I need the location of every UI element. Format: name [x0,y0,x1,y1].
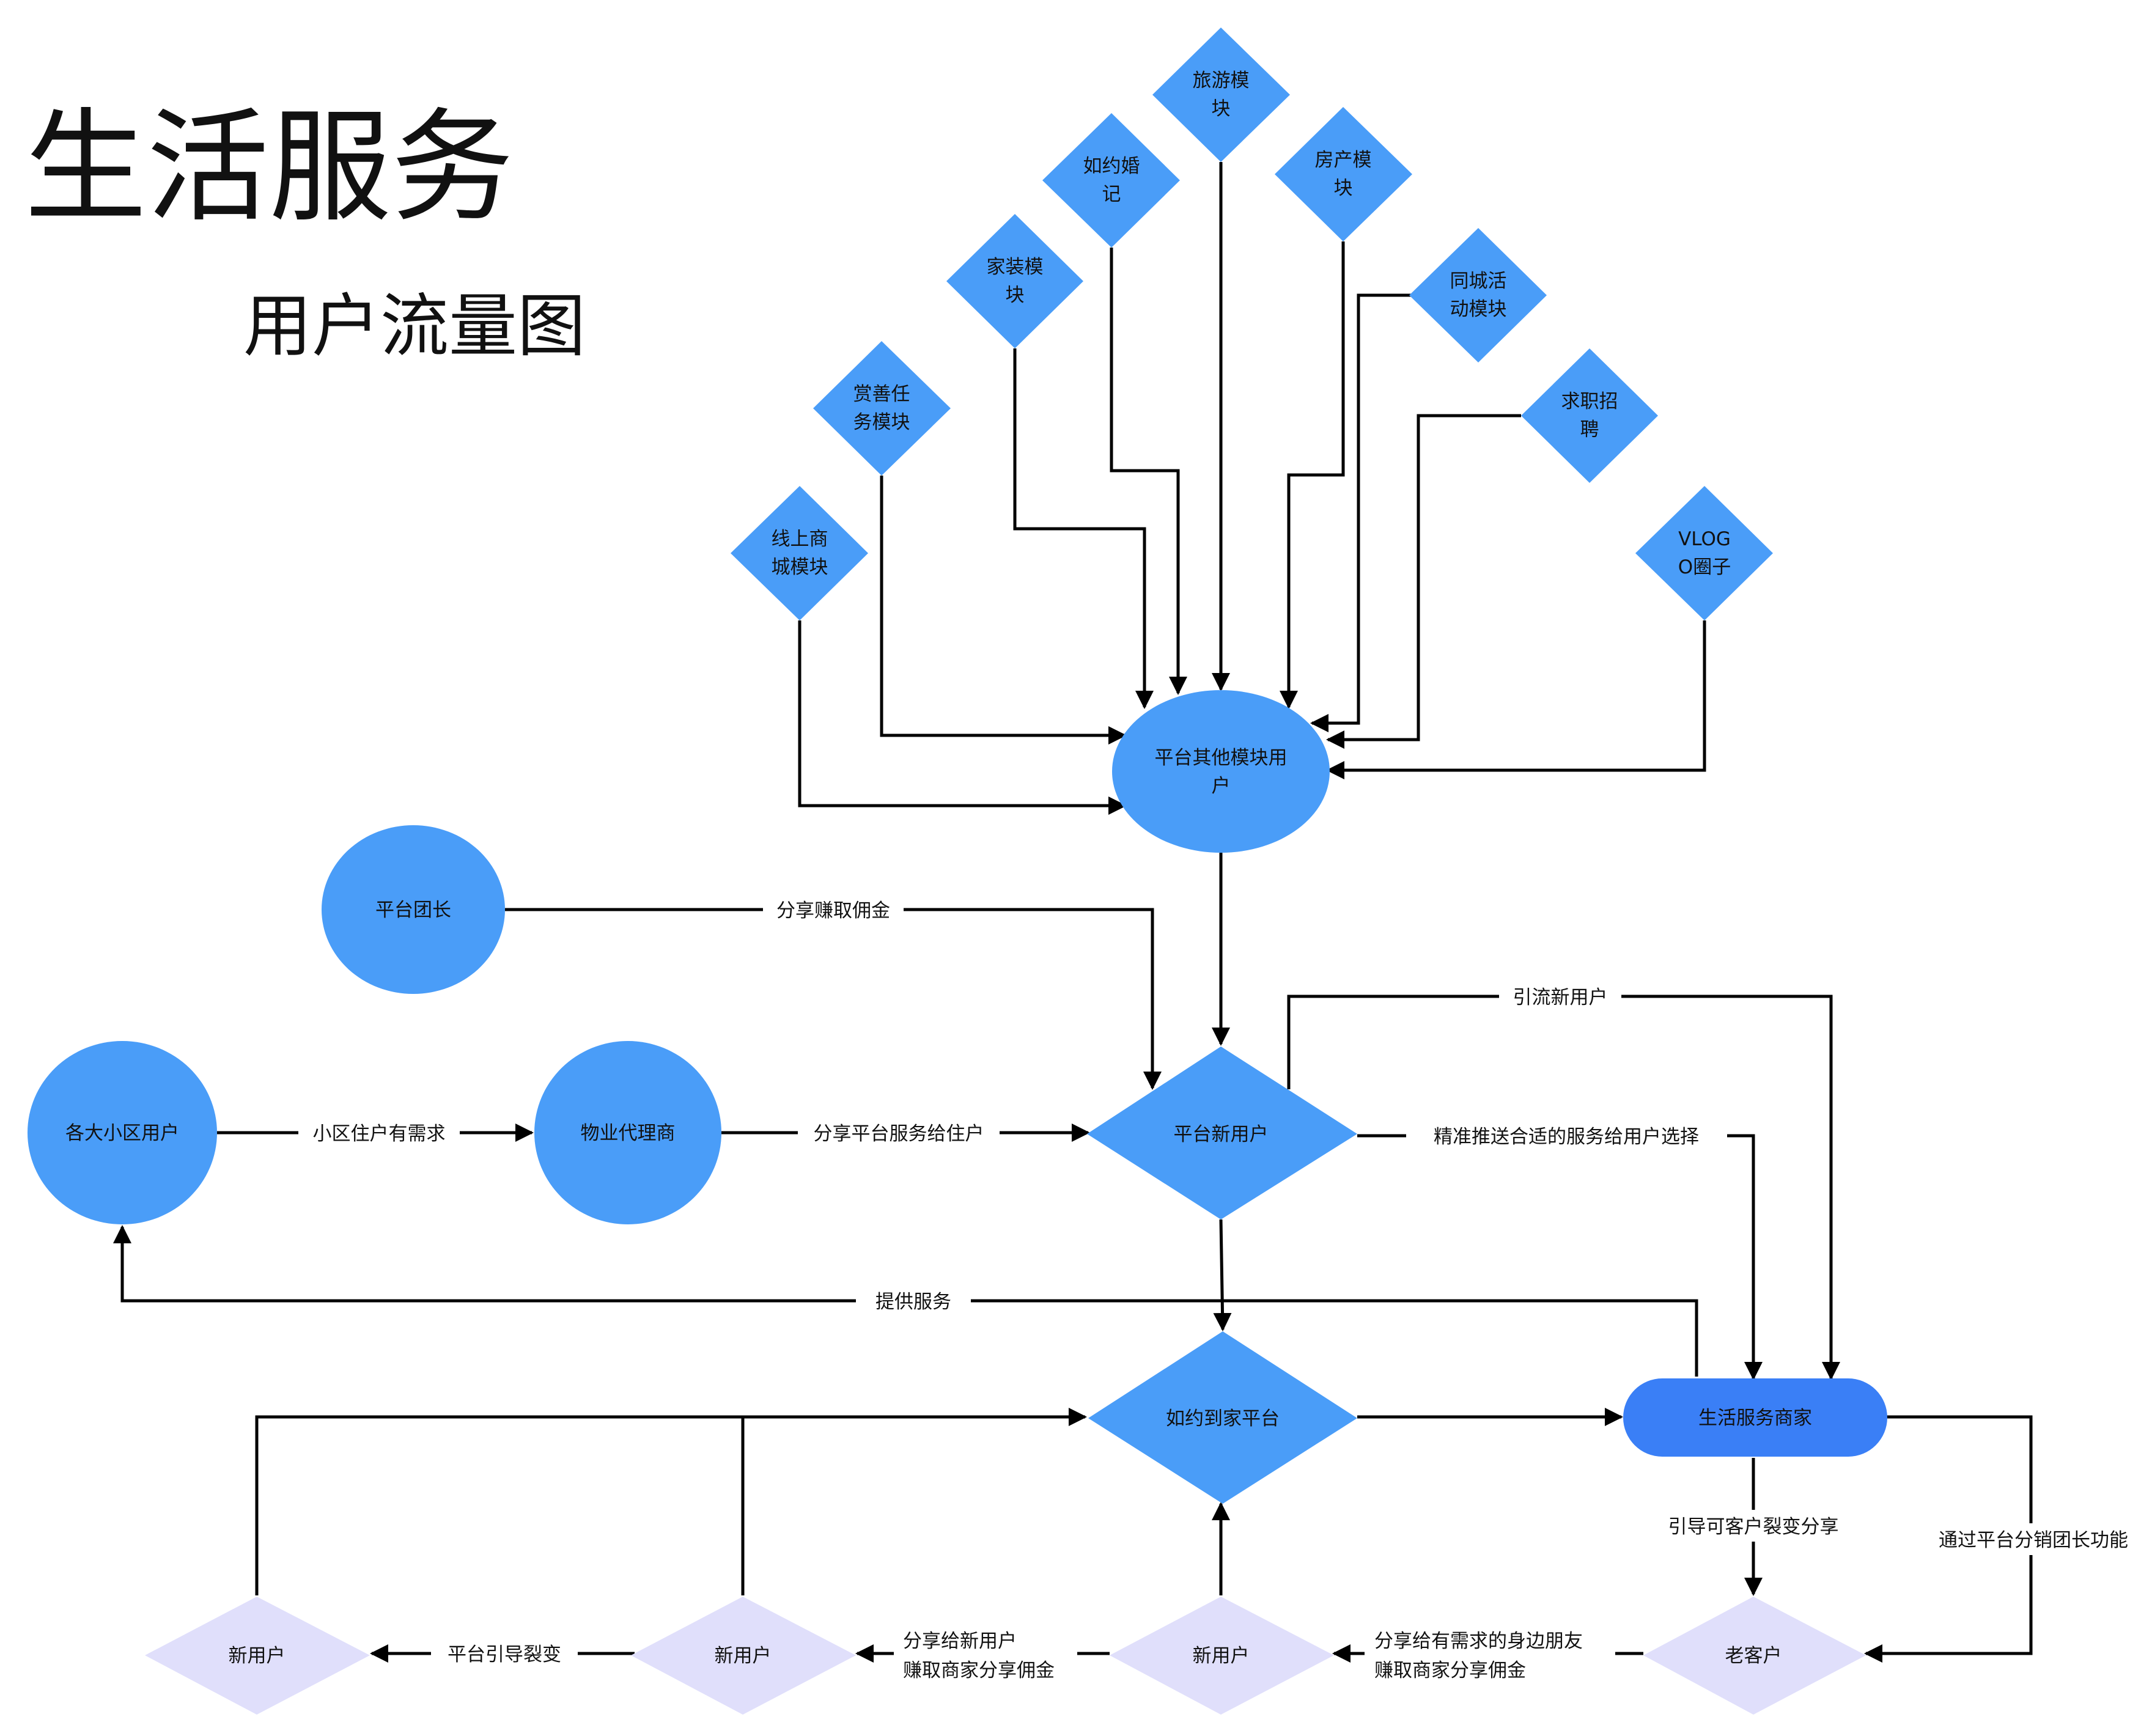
svg-text:同城活: 同城活 [1450,270,1507,292]
svg-text:家装模: 家装模 [987,256,1044,278]
node-property-agent[interactable]: 物业代理商 [534,1041,721,1224]
node-cityevent[interactable]: 同城活 动模块 [1409,228,1547,362]
svg-text:生活服务商家: 生活服务商家 [1698,1407,1812,1429]
svg-text:块: 块 [1212,98,1231,120]
svg-text:赏善任: 赏善任 [853,383,910,405]
node-new-user-3[interactable]: 新用户 [1110,1597,1334,1715]
edge-newusers-to-ruyue [1213,1219,1232,1331]
svg-text:户: 户 [1212,775,1231,797]
svg-text:如约到家平台: 如约到家平台 [1166,1408,1280,1430]
node-residents[interactable]: 各大小区用户 [28,1041,217,1224]
svg-text:VLOG: VLOG [1678,528,1731,550]
node-leader[interactable]: 平台团长 [322,825,505,994]
node-decor[interactable]: 家装模 块 [946,214,1083,348]
svg-text:如约婚: 如约婚 [1083,155,1140,177]
svg-text:块: 块 [1006,284,1025,306]
nodes: 旅游模 块 如约婚 记 房产模 块 家装模 块 同城活 动模块 赏善任 务模块 [28,28,1887,1715]
label-precise-push: 精准推送合适的服务给用户选择 [1434,1126,1699,1148]
node-merchant[interactable]: 生活服务商家 [1623,1378,1887,1457]
node-realestate[interactable]: 房产模 块 [1275,107,1412,241]
label-share-new-user-2: 赚取商家分享佣金 [903,1660,1055,1682]
label-provide-service: 提供服务 [875,1291,951,1313]
edge-jobs-to-other [1326,414,1521,749]
node-wedding[interactable]: 如约婚 记 [1042,113,1180,248]
page-title: 生活服务 [24,97,514,239]
edge-reward-to-other [880,476,1127,745]
svg-text:聘: 聘 [1580,419,1599,441]
node-vlog[interactable]: VLOG O圈子 [1635,486,1773,620]
svg-text:新用户: 新用户 [1193,1645,1250,1667]
svg-text:块: 块 [1334,177,1353,199]
label-share-friends-1: 分享给有需求的身边朋友 [1374,1630,1583,1652]
node-mall[interactable]: 线上商 城模块 [731,486,868,620]
edge-attract-new [1287,995,1840,1380]
node-jobs[interactable]: 求职招 聘 [1521,348,1658,483]
page-subtitle: 用户流量图 [243,287,586,366]
svg-text:房产模: 房产模 [1315,149,1372,171]
edge-leader-to-newusers [505,908,1162,1090]
svg-text:新用户: 新用户 [715,1645,772,1667]
label-share-services: 分享平台服务给住户 [814,1123,984,1145]
edge-realestate-to-other [1280,241,1345,709]
svg-text:求职招: 求职招 [1561,391,1618,413]
node-new-user-1[interactable]: 新用户 [145,1597,370,1715]
edge-vlog-to-other [1326,620,1706,779]
node-new-user-2[interactable]: 新用户 [631,1597,856,1715]
svg-text:各大小区用户: 各大小区用户 [65,1122,179,1144]
svg-text:O圈子: O圈子 [1678,556,1731,578]
svg-text:平台新用户: 平台新用户 [1174,1124,1269,1146]
node-new-users-platform[interactable]: 平台新用户 [1087,1046,1357,1219]
svg-text:线上商: 线上商 [772,528,828,550]
edge-new1-to-ruyue [255,1408,1087,1595]
label-distribution: 通过平台分销团长功能 [1939,1529,2128,1551]
edge-cityevent-to-other [1310,293,1411,732]
edge-decor-to-other [1013,348,1154,709]
node-other-users[interactable]: 平台其他模块用 户 [1112,690,1330,853]
svg-text:新用户: 新用户 [229,1645,286,1667]
label-share-friends-2: 赚取商家分享佣金 [1374,1660,1526,1682]
label-resident-demand: 小区住户有需求 [313,1123,446,1145]
label-attract-new: 引流新用户 [1513,987,1608,1009]
svg-text:记: 记 [1102,183,1121,205]
edge-labels: 分享赚取佣金 小区住户有需求 分享平台服务给住户 引流新用户 精准推送合适的服务… [298,894,2147,1687]
node-travel[interactable]: 旅游模 块 [1152,28,1290,162]
label-share-commission: 分享赚取佣金 [776,900,890,922]
edge-wedding-to-other [1110,248,1187,695]
svg-text:老客户: 老客户 [1725,1645,1782,1667]
node-old-customer[interactable]: 老客户 [1643,1597,1866,1715]
label-share-new-user-1: 分享给新用户 [903,1630,1017,1652]
svg-text:平台其他模块用: 平台其他模块用 [1155,747,1288,769]
svg-text:平台团长: 平台团长 [375,899,451,921]
node-ruyue-platform[interactable]: 如约到家平台 [1088,1331,1357,1504]
svg-text:动模块: 动模块 [1450,298,1507,320]
svg-text:务模块: 务模块 [853,411,910,433]
svg-text:旅游模: 旅游模 [1193,70,1250,92]
svg-text:物业代理商: 物业代理商 [581,1122,676,1144]
node-reward[interactable]: 赏善任 务模块 [813,341,951,476]
svg-text:城模块: 城模块 [772,556,828,578]
edge-mall-to-other [798,620,1127,815]
label-guide-fission: 引导可客户裂变分享 [1668,1516,1839,1538]
label-platform-fission: 平台引导裂变 [448,1644,561,1666]
edge-precise-push [1357,1134,1763,1380]
